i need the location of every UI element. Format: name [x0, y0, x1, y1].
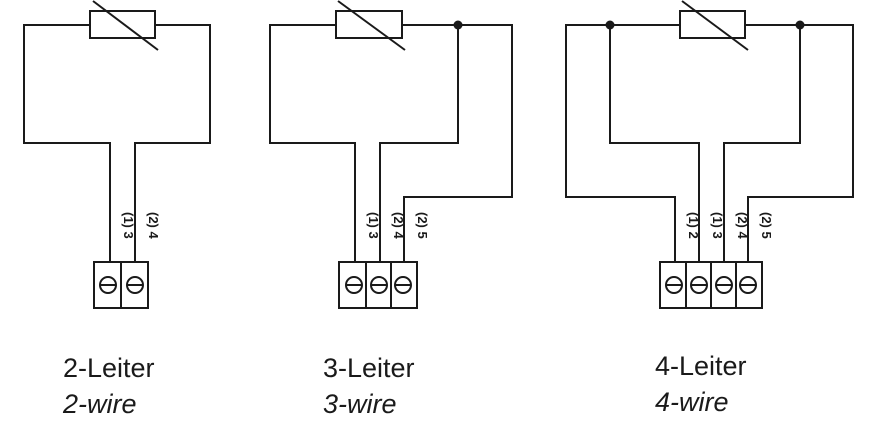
- pin-label: (1) 3: [710, 212, 725, 239]
- three-wire-lead-2: [379, 24, 459, 262]
- caption-german: 4-Leiter: [655, 351, 747, 381]
- caption-english: 3-wire: [323, 389, 397, 419]
- four-wire-lead-4: [745, 24, 854, 262]
- caption-german: 3-Leiter: [323, 353, 415, 383]
- four-wire-diagram: (1) 2 (1) 3 (2) 4 (2) 5 4-Leiter 4-wire: [565, 0, 854, 417]
- pin-label: (1) 3: [121, 212, 136, 239]
- four-wire-lead-3: [723, 25, 801, 262]
- three-wire-lead-3: [403, 24, 513, 262]
- two-wire-right-lead: [134, 24, 211, 262]
- thermistor-arrow: [92, 0, 159, 51]
- two-wire-left-lead: [23, 24, 111, 262]
- two-wire-diagram: (1) 3 (2) 4 2-Leiter 2-wire: [23, 0, 211, 419]
- junction-dot: [453, 20, 463, 30]
- three-wire-lead-1: [269, 24, 356, 262]
- thermistor-arrow: [337, 0, 406, 51]
- pin-label: (1) 3: [366, 212, 381, 239]
- pin-label: (2) 5: [759, 212, 774, 239]
- three-wire-diagram: (1) 3 (2) 4 (2) 5 3-Leiter 3-wire: [269, 0, 513, 419]
- pin-label: (2) 4: [391, 212, 406, 240]
- caption-english: 4-wire: [655, 387, 729, 417]
- pin-label: (2) 4: [735, 212, 750, 240]
- caption-english: 2-wire: [62, 389, 137, 419]
- caption-german: 2-Leiter: [63, 353, 155, 383]
- thermistor-symbol: [89, 10, 156, 39]
- pin-label: (2) 4: [146, 212, 161, 240]
- thermistor-arrow: [681, 0, 749, 51]
- four-wire-lead-2: [609, 25, 700, 262]
- pin-label: (1) 2: [686, 212, 701, 239]
- pin-label: (2) 5: [415, 212, 430, 239]
- junction-dot: [795, 20, 805, 30]
- junction-dot: [605, 20, 615, 30]
- four-wire-lead-1: [565, 24, 680, 262]
